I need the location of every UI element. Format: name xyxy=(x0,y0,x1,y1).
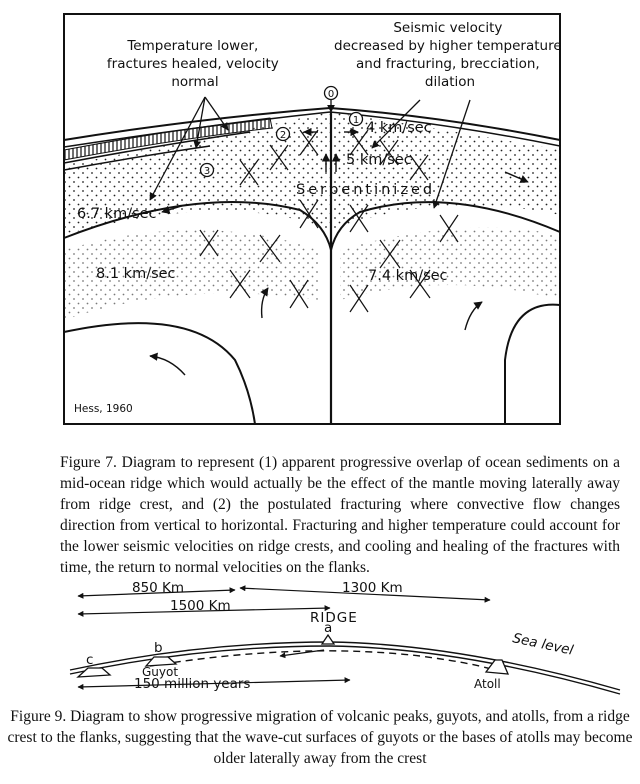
stippled-mantle-right xyxy=(340,227,560,300)
convection-cell-right xyxy=(504,303,561,424)
label-4-km-sec: 4 km/sec xyxy=(366,120,432,136)
label-guyot: Guyot xyxy=(142,665,178,679)
label-150-million-years: 150 million years xyxy=(134,676,250,692)
label-temperature-lower: Temperature lower, fractures healed, vel… xyxy=(107,38,283,90)
label-1500-km: 1500 Km xyxy=(170,598,231,614)
peak-a xyxy=(320,633,336,645)
marker-1-text: 1 xyxy=(353,115,359,126)
label-1300-km: 1300 Km xyxy=(342,580,403,596)
label-seismic-line-4: dilation xyxy=(425,74,475,90)
guyot-c xyxy=(76,667,112,678)
label-seismic-velocity: Seismic velocity decreased by higher tem… xyxy=(334,20,566,90)
leader-lines xyxy=(149,96,471,209)
label-a: a xyxy=(324,620,332,636)
boundary-right xyxy=(330,201,561,251)
marker-3: 3 xyxy=(199,162,215,178)
label-850-km: 850 Km xyxy=(132,580,184,596)
label-b: b xyxy=(154,640,163,656)
marker-0: 0 xyxy=(323,85,339,101)
marker-1: 1 xyxy=(348,111,364,127)
label-c: c xyxy=(86,652,93,668)
figure-9-diagram: 850 Km 1300 Km 1500 Km RIDGE a b c Guyot… xyxy=(69,580,621,695)
label-seismic-line-1: Seismic velocity xyxy=(393,20,502,36)
label-5-km-sec: 5 km/sec xyxy=(346,152,412,168)
label-credit: Hess, 1960 xyxy=(74,403,133,415)
flow-arrows xyxy=(149,127,529,376)
distance-arrows xyxy=(77,585,491,690)
marker-0-text: 0 xyxy=(328,89,334,100)
stippled-mantle-left xyxy=(64,230,320,320)
label-8-1-km-sec: 8.1 km/sec xyxy=(96,266,176,282)
label-serpentinized: Serpentinized xyxy=(296,182,435,198)
label-ridge: RIDGE xyxy=(310,610,358,626)
label-atoll: Atoll xyxy=(474,677,501,691)
figure-7-diagram: 0 1 2 3 Temperature lower, fractures hea… xyxy=(63,13,566,425)
label-seismic-line-3: and fracturing, brecciation, xyxy=(356,56,540,72)
figure-9-caption: Figure 9. Diagram to show progressive mi… xyxy=(7,708,633,767)
label-seismic-line-2: decreased by higher temperature xyxy=(334,38,562,54)
label-temperature-lower-line-2: fractures healed, velocity xyxy=(107,56,279,72)
marker-2: 2 xyxy=(275,126,291,142)
marker-3-text: 3 xyxy=(204,166,210,177)
convection-cell-left xyxy=(63,322,256,425)
label-6-7-km-sec: 6.7 km/sec xyxy=(77,206,157,222)
fracture-marks xyxy=(199,129,459,313)
label-temperature-lower-line-1: Temperature lower, xyxy=(126,38,258,54)
figure-7-caption: Figure 7. Diagram to represent (1) appar… xyxy=(60,454,620,576)
label-sea-level: Sea level xyxy=(511,630,575,658)
label-7-4-km-sec: 7.4 km/sec xyxy=(368,268,448,284)
marker-2-text: 2 xyxy=(280,130,286,141)
sediment-layer-3 xyxy=(63,131,251,164)
boundary-left xyxy=(63,200,332,251)
stippled-crust-right xyxy=(330,112,560,230)
label-temperature-lower-line-3: normal xyxy=(171,74,218,90)
sediment-hatched-band xyxy=(63,117,273,161)
guyot-b xyxy=(144,656,178,667)
atoll xyxy=(484,659,510,675)
seamounts xyxy=(76,633,510,678)
